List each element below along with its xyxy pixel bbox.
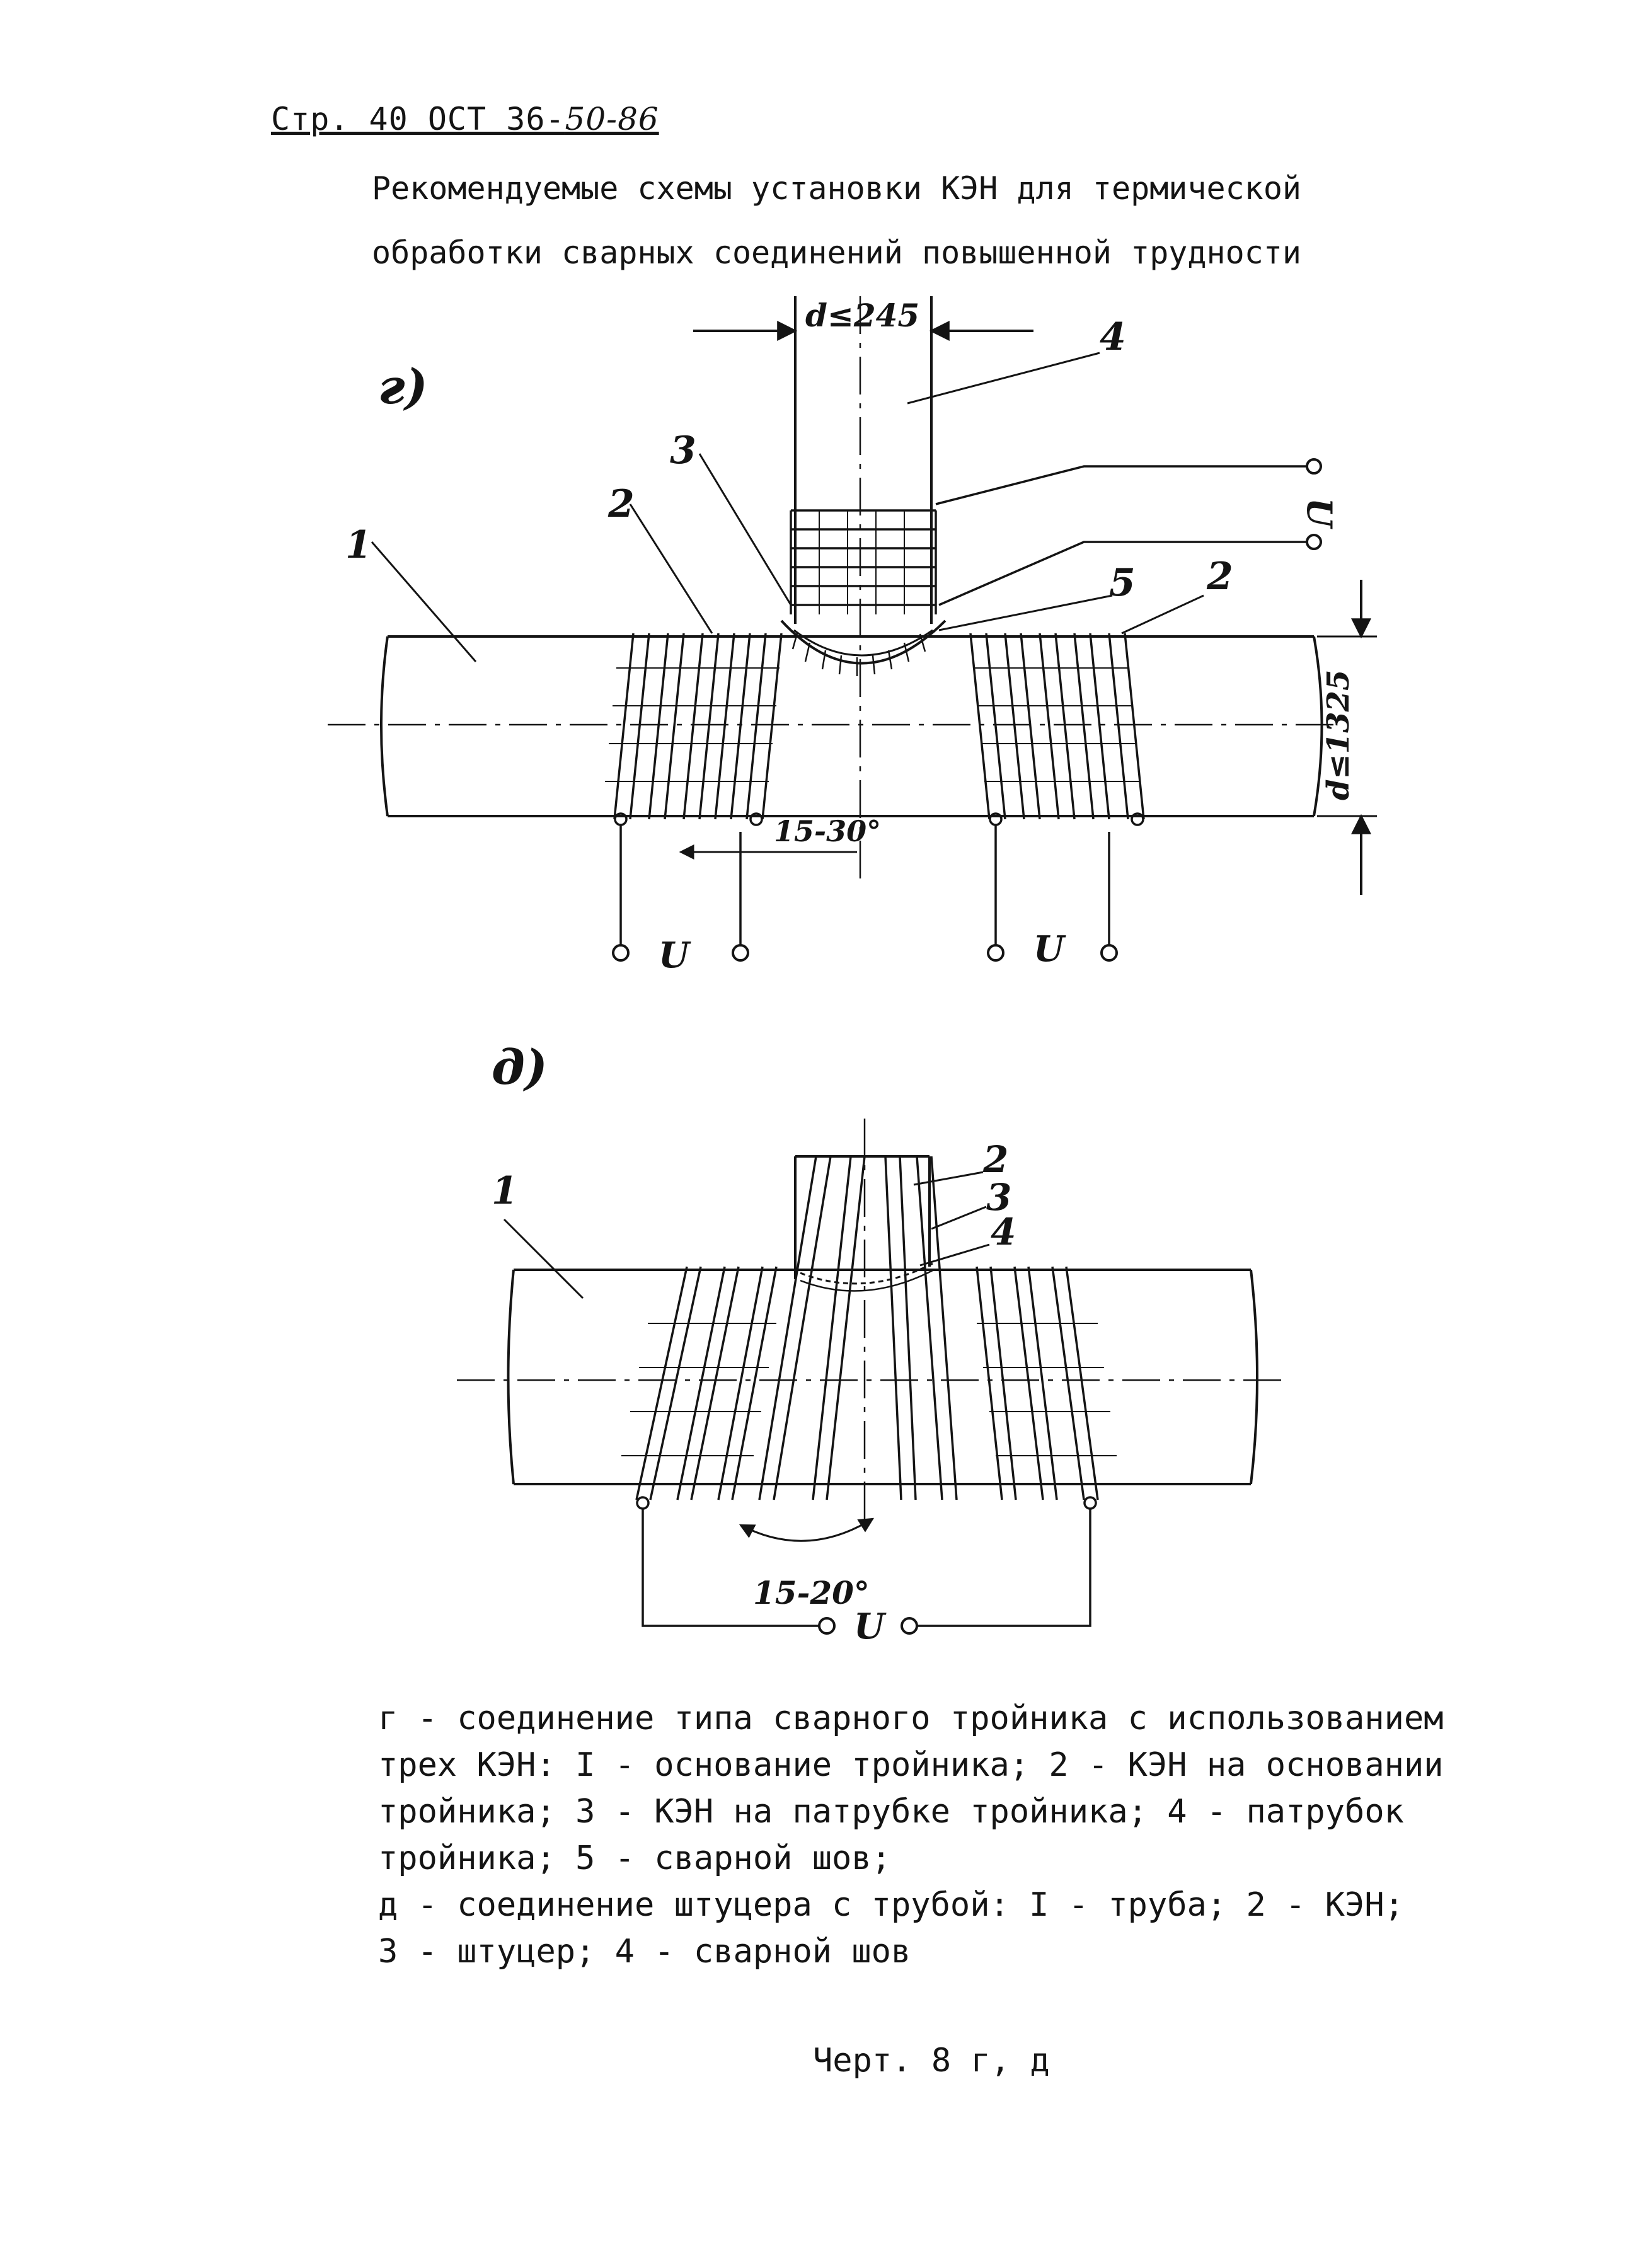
callout-g-4: 4 [1100, 315, 1126, 359]
left-coil [605, 633, 783, 826]
callout-g-2-right: 2 [1206, 555, 1233, 599]
caption-line-6: 3 - штуцер; 4 - сварной шов [378, 1933, 911, 1971]
page-number-label: Стр. 40 ОСТ 36- [271, 101, 565, 137]
callout-d-2: 2 [982, 1138, 1008, 1181]
callout-g-3: 3 [670, 429, 696, 473]
figure-g [328, 296, 1377, 962]
caption-line-1: г - соединение типа сварного тройника с … [378, 1700, 1444, 1737]
voltage-label-g-left: U [659, 935, 691, 976]
handwritten-standard-number: 50-86 [565, 101, 659, 137]
voltage-label-g-right: U [1033, 928, 1066, 970]
voltage-label-d: U [854, 1606, 887, 1647]
title-line-2: обработки сварных соединений повышенной … [372, 234, 1302, 271]
caption-line-3: тройника; 3 - КЭН на патрубке тройника; … [378, 1793, 1404, 1831]
dim-main-label: d≤1325 [1321, 670, 1356, 800]
figure-d [457, 1119, 1286, 1635]
title-line-1: Рекомендуемые схемы установки КЭН для те… [372, 170, 1302, 207]
angle-label-g: 15-30° [774, 814, 881, 848]
drawing-number: Черт. 8 г, д [813, 2042, 1050, 2080]
voltage-label-g-branch: U [1299, 498, 1340, 529]
right-coil [969, 633, 1145, 826]
callout-g-1: 1 [345, 523, 372, 567]
figure-g-label: г) [378, 359, 428, 415]
branch-coil [790, 509, 937, 614]
caption-line-2: трех КЭН: I - основание тройника; 2 - КЭ… [378, 1746, 1444, 1784]
caption-line-4: тройника; 5 - сварной шов; [378, 1839, 891, 1877]
figure-d-label: д) [492, 1039, 548, 1095]
figure-caption: г - соединение типа сварного тройника с … [378, 1695, 1449, 1975]
dim-branch-label: d≤245 [805, 297, 919, 334]
angle-label-d: 15-20° [753, 1574, 870, 1611]
callout-g-5: 5 [1109, 561, 1136, 605]
callout-d-1: 1 [492, 1169, 518, 1213]
callout-d-3: 3 [986, 1176, 1011, 1219]
nozzle-pipe-coil [621, 1156, 1117, 1510]
callout-d-4: 4 [991, 1211, 1016, 1253]
callout-g-2-left: 2 [607, 482, 635, 526]
page-header: Стр. 40 ОСТ 36-50-86 [271, 101, 659, 137]
caption-line-5: д - соединение штуцера с трубой: I - тру… [378, 1886, 1404, 1924]
